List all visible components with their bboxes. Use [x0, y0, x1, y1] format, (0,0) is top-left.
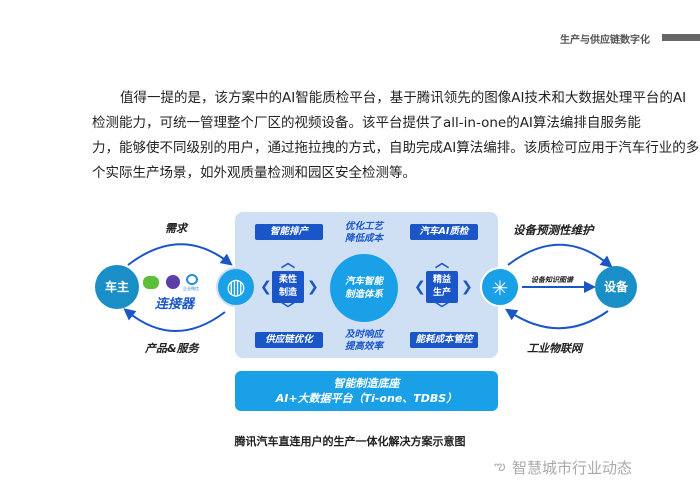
wecom-icon	[186, 274, 198, 285]
chevron-left-icon: ❮	[260, 279, 272, 295]
chevron-up-icon: ︿	[435, 255, 449, 271]
figure-caption: 腾讯汽车直连用户的生产一体化解决方案示意图	[234, 435, 466, 448]
demand-label: 需求	[165, 222, 187, 235]
owner-circle: 车主	[95, 265, 139, 309]
note-optimize: 优化工艺降低成本	[344, 221, 383, 244]
paragraph-line: 力，能够使不同级别的用户，通过拖拉拽的方式，自助完成AI算法编排。该质检可应用于…	[92, 140, 700, 156]
tag-energy-cost: 能耗成本管控	[410, 332, 478, 348]
chevron-right-icon: ❯	[461, 279, 473, 295]
paragraph-line: 个实际生产场景，如外观质量检测和园区安全检测等。	[92, 165, 416, 181]
tag-scheduling: 智能排产	[255, 224, 323, 240]
products-arrow	[123, 308, 226, 332]
center-system: 汽车智能制造体系	[330, 254, 398, 322]
chevron-down-icon: ﹀	[435, 302, 449, 318]
wechat-watermark-icon: ఌ	[494, 459, 506, 474]
tag-ai-inspection: 汽车AI质检	[410, 224, 478, 240]
flexible-manufacturing: 柔性制造	[272, 271, 304, 303]
paragraph-line: 检测能力，可统一管理整个厂区的视频设备。该平台提供了all-in-one的AI算…	[92, 115, 641, 131]
paragraph-line: 值得一提的是，该方案中的AI智能质检平台，基于腾讯领先的图像AI技术和大数据处理…	[120, 90, 687, 106]
connector-label: 连接器	[155, 297, 195, 312]
header-bar	[662, 34, 700, 41]
iot-arrow	[504, 308, 609, 330]
section-title: 生产与供应链数字化	[560, 35, 650, 46]
lean-production: 精益生产	[426, 271, 458, 303]
knowledge-label: 设备知识图谱	[531, 276, 573, 284]
device-circle: 设备	[595, 266, 637, 308]
note-respond: 及时响应提高效率	[344, 329, 383, 352]
maintenance-arrow	[507, 243, 613, 268]
chevron-right-icon: ❯	[307, 279, 319, 295]
network-hub-icon: ✳	[480, 267, 520, 307]
chevron-left-icon: ❮	[414, 279, 426, 295]
maintenance-label: 设备预测性维护	[513, 223, 594, 237]
app-icon	[166, 275, 180, 289]
iot-label: 工业物联网	[527, 342, 582, 355]
body-paragraph: 值得一提的是，该方案中的AI智能质检平台，基于腾讯领先的图像AI技术和大数据处理…	[92, 86, 700, 186]
wechat-icon	[143, 276, 159, 289]
watermark: 智慧城市行业动态	[512, 459, 633, 477]
tag-supply-chain: 供应链优化	[255, 332, 323, 348]
chevron-down-icon: ﹀	[281, 302, 295, 318]
chevron-up-icon: ︿	[281, 255, 295, 271]
wecom-label: 企业微信	[183, 286, 199, 291]
demand-arrow	[127, 243, 233, 266]
globe-icon: ◍	[216, 267, 256, 307]
products-label: 产品&服务	[145, 342, 199, 355]
